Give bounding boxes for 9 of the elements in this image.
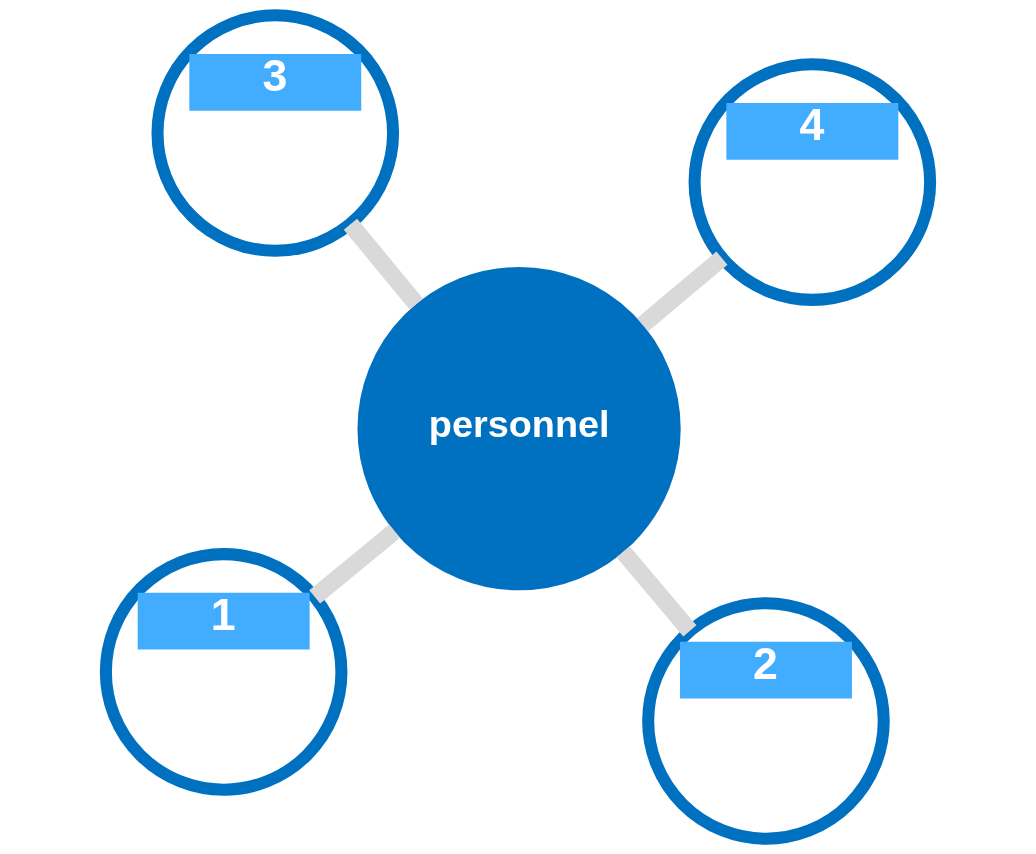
node-circle: 2 — [642, 597, 890, 845]
connector — [343, 218, 423, 310]
connector — [637, 251, 728, 332]
connector — [309, 524, 401, 604]
node-circle: 1 — [99, 548, 348, 796]
node-circle: 4 — [688, 58, 937, 306]
node-circle: 3 — [151, 9, 400, 257]
connector — [616, 546, 697, 637]
node-circle: personnel — [357, 267, 681, 591]
